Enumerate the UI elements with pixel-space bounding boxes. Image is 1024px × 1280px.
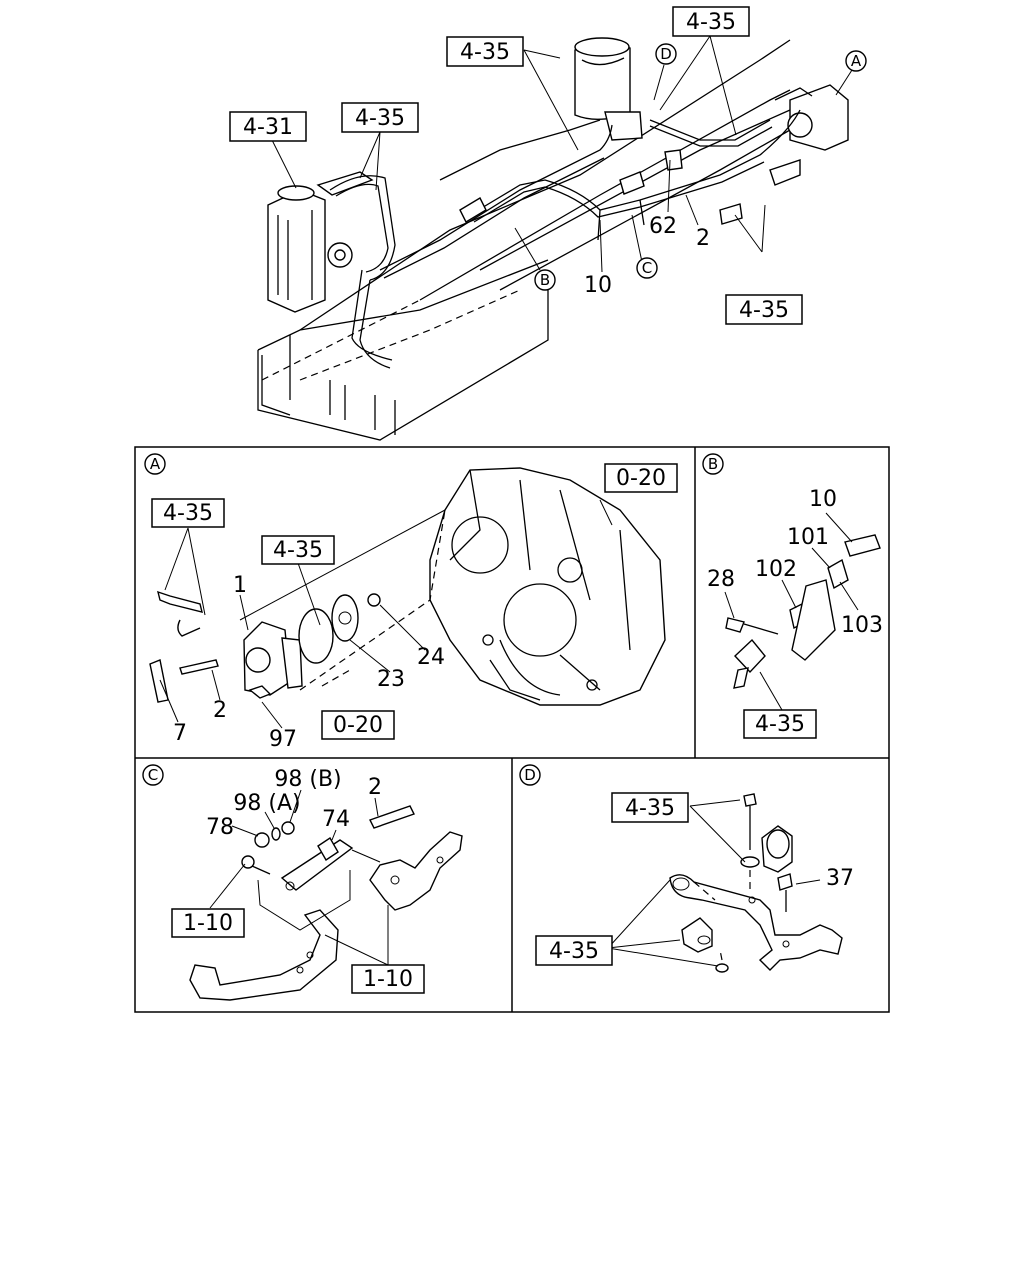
ref-label: 4-35 [739,298,789,323]
part-number-label: 101 [787,525,829,550]
part-number-label: 102 [755,557,797,582]
overview-ref-box-1: 4-35 [446,36,524,67]
panel-c-ref-box-2: 1-10 [351,964,425,994]
panel-letter: C [148,766,158,784]
callout-letter: A [851,52,862,70]
ref-label: 4-35 [686,10,736,35]
panel-c-ref-box-1: 1-10 [171,908,245,938]
part-number-label: 10 [584,273,612,298]
overview-leaders [271,35,853,273]
panel-a: A [144,453,678,752]
part-number-label: 24 [417,645,445,670]
panel-d: D 4-35 [519,764,854,973]
union-fitting-assembly [725,534,881,689]
ref-label: 1-10 [363,967,413,992]
fluid-pipes [329,109,801,369]
ref-label: 4-35 [549,939,599,964]
part-number-label: 103 [841,613,883,638]
flywheel-housing [429,467,666,706]
overview-ref-box-5: 4-35 [725,294,803,325]
panel-d-ref-box-2: 4-35 [535,935,613,966]
fluid-reservoir [574,37,643,141]
panel-letter: B [708,455,718,473]
ref-label: 0-20 [616,466,666,491]
panel-a-tag: A [144,453,166,475]
part-number-label: 23 [377,667,405,692]
callout-d: D [655,43,677,65]
pump-assembly [149,509,446,703]
part-number-label: 78 [206,815,234,840]
panel-a-leaders [159,499,613,729]
callout-letter: D [660,45,672,63]
callout-c: C [636,257,658,279]
bracket-assembly-c [189,805,463,1001]
part-number-label: 98 (B) [274,767,341,792]
overview-ref-box-4: 4-35 [341,102,419,133]
overview-assembly: 4-35 4-35 4-31 4-35 4-35 D A B [229,6,867,441]
panel-a-ref-box-2: 4-35 [261,535,335,565]
ref-label: 4-35 [625,796,675,821]
panel-d-tag: D [519,764,541,786]
callout-letter: C [642,259,652,277]
ref-label: 4-35 [273,538,323,563]
ref-label: 4-35 [163,501,213,526]
part-number-label: 10 [809,487,837,512]
ref-label: 1-10 [183,911,233,936]
part-number-label: 2 [696,226,710,251]
panel-letter: A [150,455,161,473]
callout-b: B [534,269,556,291]
part-number-label: 97 [269,727,297,752]
detail-panel-frames [134,446,890,1013]
part-number-label: 28 [707,567,735,592]
part-number-label: 37 [826,866,854,891]
panel-c-tag: C [142,764,164,786]
panel-a-ref-box-4: 0-20 [321,710,395,740]
panel-b-leaders [724,512,859,711]
ref-label: 4-35 [355,106,405,131]
part-number-label: 98 (A) [233,791,300,816]
panel-c: C [142,764,463,1001]
part-number-label: 74 [322,807,350,832]
overview-ref-box-3: 4-31 [229,111,307,142]
callout-letter: B [540,271,550,289]
part-number-label: 62 [649,214,677,239]
panel-letter: D [524,766,536,784]
panel-d-ref-box-1: 4-35 [611,792,689,823]
panel-a-ref-box-3: 0-20 [604,463,678,493]
ref-label: 4-31 [243,115,293,140]
bracket-assembly-d [669,793,843,973]
panel-a-ref-box-1: 4-35 [151,498,225,528]
clutch-master-cylinder [267,171,374,313]
panel-b: B 4-35 10 101 102 28 103 [702,453,883,739]
panel-c-leaders [209,789,389,966]
ref-label: 0-20 [333,713,383,738]
part-number-label: 2 [368,775,382,800]
chassis-frame [257,39,791,441]
part-number-label: 7 [173,721,187,746]
callout-a: A [845,50,867,72]
panel-d-leaders [607,799,821,967]
ref-label: 4-35 [755,712,805,737]
overview-ref-box-2: 4-35 [672,6,750,37]
ref-label: 4-35 [460,40,510,65]
part-number-label: 2 [213,698,227,723]
panel-b-ref-box: 4-35 [743,709,817,739]
panel-b-tag: B [702,453,724,475]
part-number-label: 1 [233,573,247,598]
